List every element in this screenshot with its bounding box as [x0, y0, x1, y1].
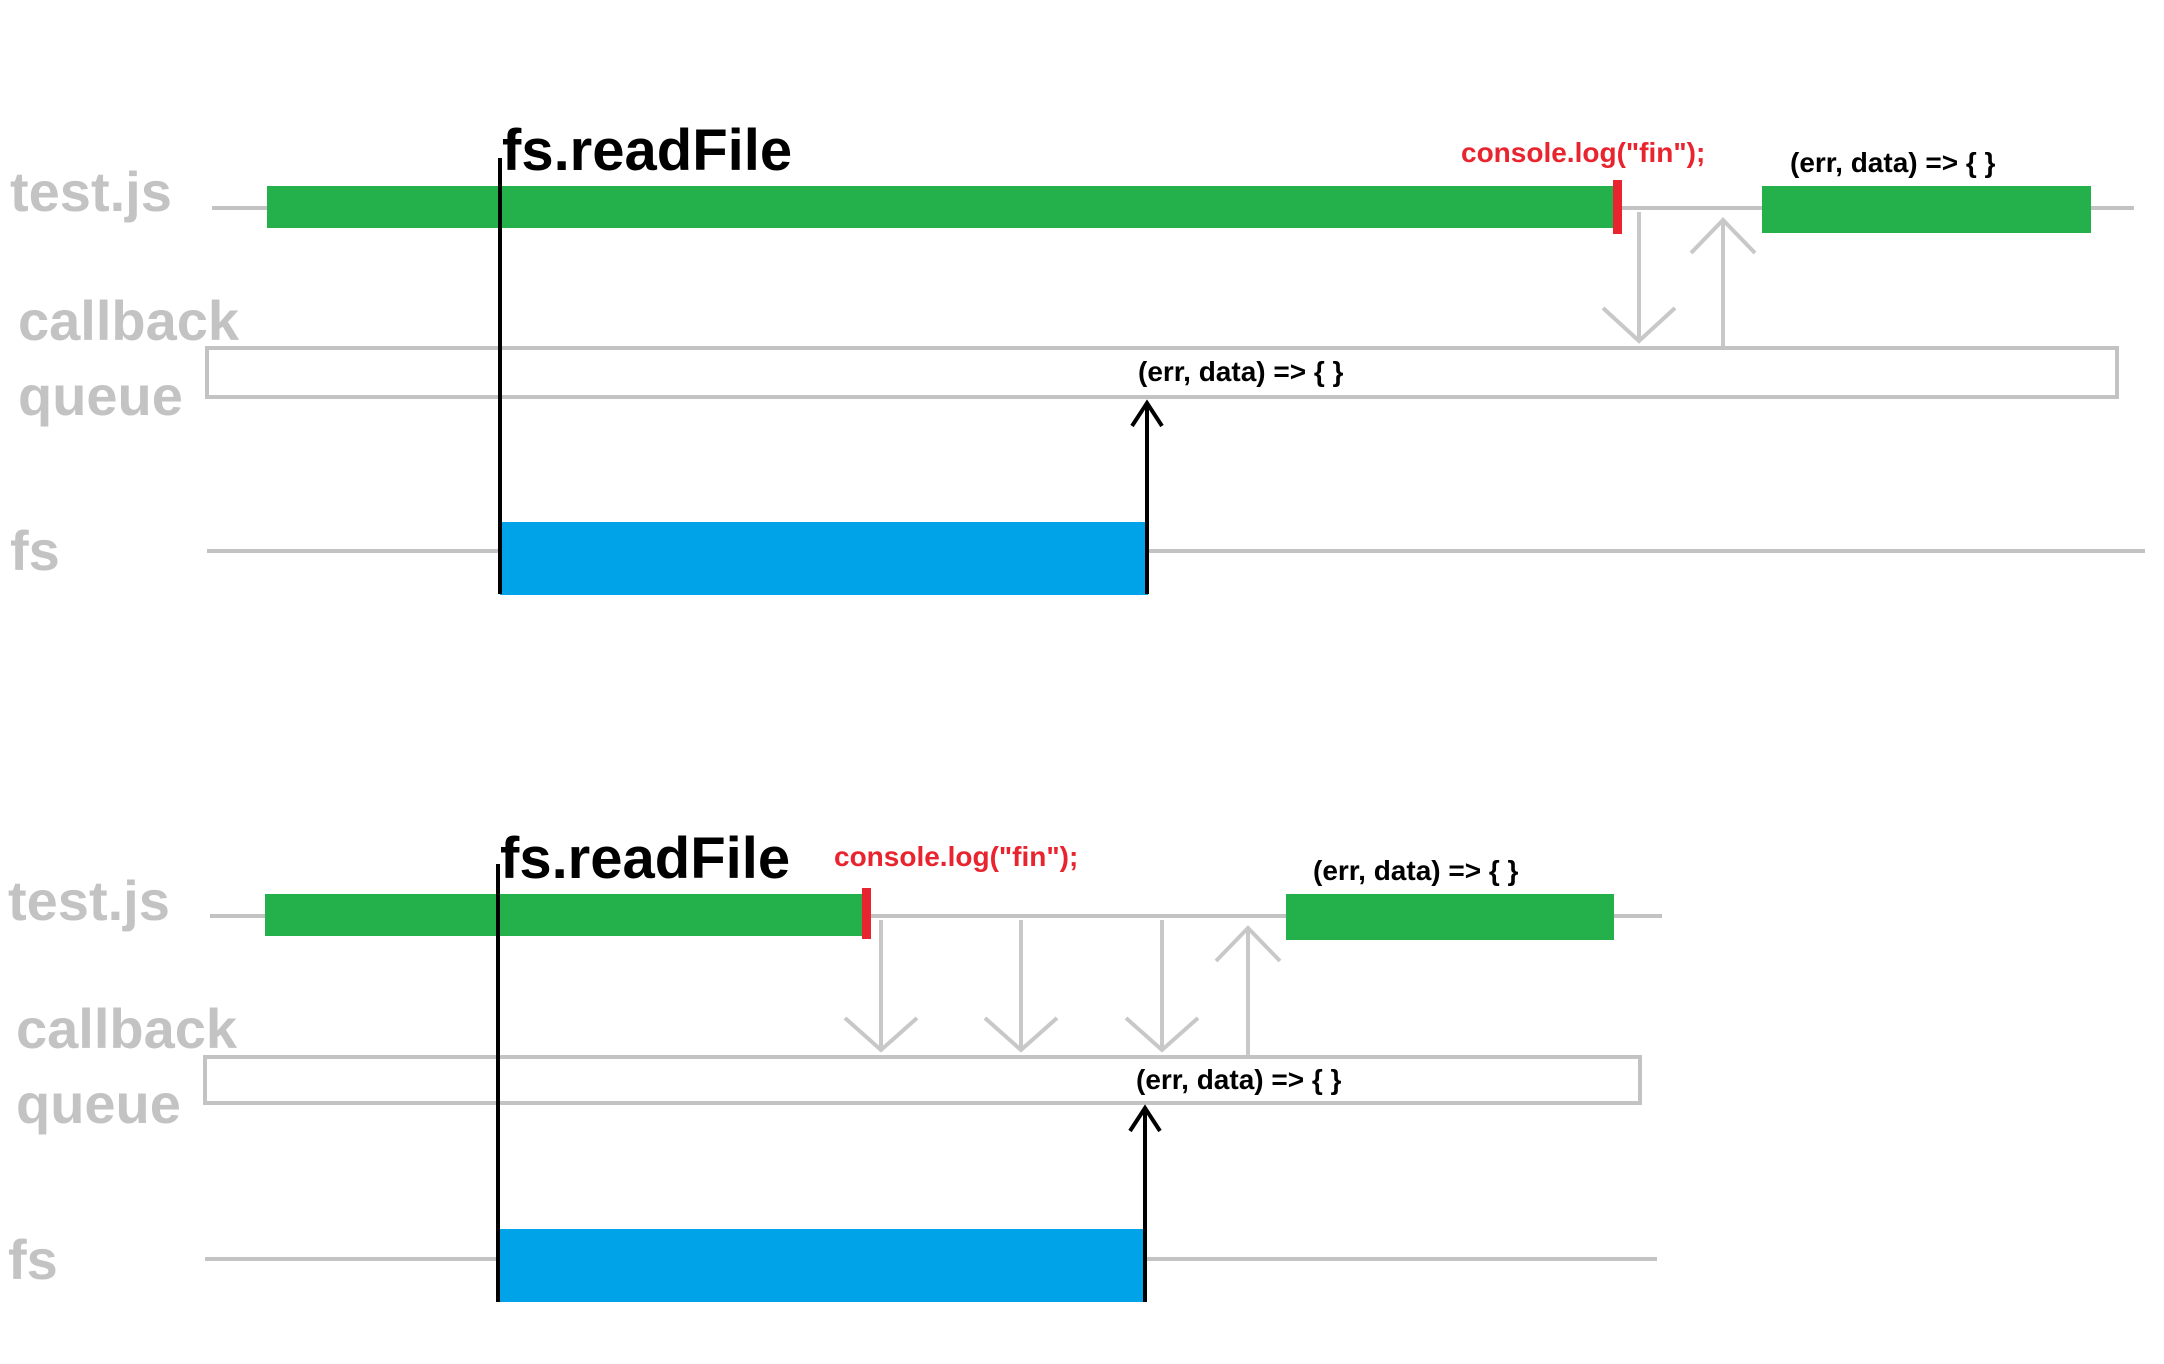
console-log-label: console.log("fin");: [834, 841, 1078, 872]
lane-label-fs: fs: [10, 519, 60, 582]
loop-check-arrow-head: [1601, 306, 1677, 344]
loop-check-arrow-head: [1124, 1016, 1200, 1053]
callback-exec-bar: [1762, 186, 2091, 233]
callback-exec-label: (err, data) => { }: [1790, 147, 1996, 178]
dequeue-arrow-head: [1214, 925, 1282, 963]
lane-label-queue: queue: [16, 1072, 181, 1135]
fs-complete-arrow-head: [1128, 1104, 1162, 1133]
lane-label-queue: queue: [18, 364, 183, 427]
loop-check-arrow-head: [843, 1016, 919, 1053]
console-log-label: console.log("fin");: [1461, 137, 1705, 168]
readfile-label: fs.readFile: [500, 826, 790, 891]
callback-queue-box: [205, 346, 2119, 399]
fs-complete-arrow-head: [1130, 399, 1164, 428]
fs-work-bar: [500, 522, 1148, 595]
testjs-exec-bar: [267, 186, 1619, 228]
callback-queue-box: [203, 1055, 1642, 1105]
lane-label-fs: fs: [8, 1228, 58, 1291]
lane-label-callback: callback: [18, 289, 240, 352]
lane-label-testjs: test.js: [8, 869, 170, 932]
log-marker: [1613, 180, 1622, 234]
testjs-exec-bar: [265, 894, 867, 936]
fs-work-bar: [498, 1229, 1146, 1302]
callback-queued-label: (err, data) => { }: [1138, 356, 1344, 387]
log-marker: [862, 888, 871, 939]
loop-check-arrow-head: [983, 1016, 1059, 1053]
lane-label-callback: callback: [16, 997, 238, 1060]
lane-label-testjs: test.js: [10, 160, 172, 223]
dequeue-arrow-head: [1689, 217, 1757, 255]
diagram-top: test.js callback queue fs fs.readFile co…: [10, 118, 2145, 595]
callback-exec-bar: [1286, 894, 1614, 940]
callback-exec-label: (err, data) => { }: [1313, 855, 1519, 886]
callback-queued-label: (err, data) => { }: [1136, 1064, 1342, 1095]
readfile-label: fs.readFile: [502, 118, 792, 183]
diagram-bottom: test.js callback queue fs fs.readFile co…: [8, 826, 1662, 1302]
